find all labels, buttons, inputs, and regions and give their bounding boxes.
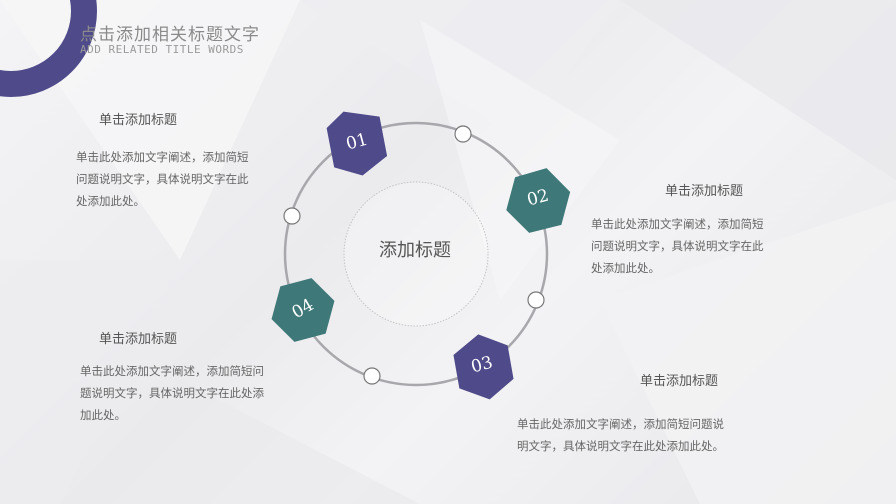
step-03-title[interactable]: 单击添加标题 bbox=[640, 374, 719, 389]
body-line: 加此处。 bbox=[80, 408, 126, 422]
step-01-title[interactable]: 单击添加标题 bbox=[99, 113, 178, 128]
connector-dot bbox=[283, 207, 301, 225]
body-line: 明文字，具体说明文字在此处添加此处。 bbox=[517, 439, 724, 453]
step-01-body[interactable]: 单击此处添加文字阐述，添加简短 问题说明文字，具体说明文字在此 处添加此处。 bbox=[76, 146, 249, 212]
body-line: 单击此处添加文字阐述，添加简短问题说 bbox=[517, 417, 724, 431]
body-line: 问题说明文字，具体说明文字在此 bbox=[591, 239, 764, 253]
page-subtitle: ADD RELATED TITLE WORDS bbox=[80, 43, 244, 56]
body-line: 处添加此处。 bbox=[591, 261, 660, 275]
hexagon-04 bbox=[271, 278, 335, 342]
body-line: 问题说明文字，具体说明文字在此 bbox=[76, 172, 249, 186]
body-line: 单击此处添加文字阐述，添加简短 bbox=[591, 217, 764, 231]
outer-ring bbox=[283, 121, 549, 387]
body-line: 单击此处添加文字阐述，添加简短问 bbox=[80, 364, 264, 378]
page-title: 点击添加相关标题文字 bbox=[80, 25, 260, 45]
connector-dot bbox=[454, 125, 472, 143]
body-line: 单击此处添加文字阐述，添加简短 bbox=[76, 150, 249, 164]
step-02-title[interactable]: 单击添加标题 bbox=[665, 184, 744, 199]
connector-dot bbox=[363, 367, 381, 385]
hexagon-03 bbox=[453, 334, 514, 400]
step-03-body[interactable]: 单击此处添加文字阐述，添加简短问题说 明文字，具体说明文字在此处添加此处。 bbox=[517, 413, 724, 457]
body-line: 题说明文字，具体说明文字在此处添 bbox=[80, 386, 264, 400]
connector-dot bbox=[527, 291, 545, 309]
hexagon-02 bbox=[506, 168, 571, 233]
center-title[interactable]: 添加标题 bbox=[379, 240, 451, 261]
step-04-body[interactable]: 单击此处添加文字阐述，添加简短问 题说明文字，具体说明文字在此处添 加此处。 bbox=[80, 360, 264, 426]
step-02-body[interactable]: 单击此处添加文字阐述，添加简短 问题说明文字，具体说明文字在此 处添加此处。 bbox=[591, 213, 764, 279]
inner-circle bbox=[343, 181, 489, 327]
body-line: 处添加此处。 bbox=[76, 194, 145, 208]
step-04-title[interactable]: 单击添加标题 bbox=[99, 332, 178, 347]
hexagon-01 bbox=[326, 111, 388, 176]
